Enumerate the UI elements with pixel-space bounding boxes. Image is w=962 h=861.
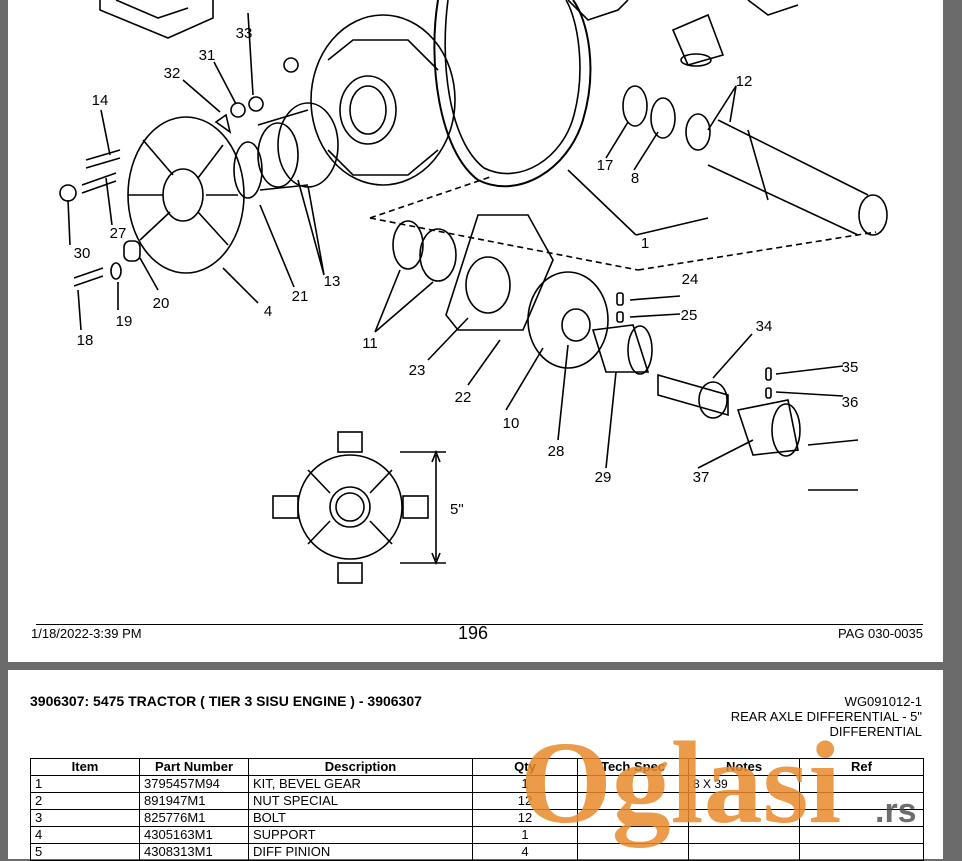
callout-label: 12 [736, 73, 753, 90]
cell-tech-spec [577, 792, 689, 810]
cell-tech-spec [577, 843, 689, 861]
cell-tech-spec [577, 826, 689, 844]
cell-notes [688, 809, 800, 827]
document-title: 3906307: 5475 TRACTOR ( TIER 3 SISU ENGI… [30, 693, 422, 709]
cell-part-number: 891947M1 [139, 792, 249, 810]
callout-label: 32 [164, 65, 181, 82]
cell-tech-spec [577, 809, 689, 827]
cell-part-number: 825776M1 [139, 809, 249, 827]
cell-qty: 12 [472, 809, 578, 827]
callout-label: 33 [236, 25, 253, 42]
reference-code: WG091012-1 [844, 694, 922, 709]
cell-ref [799, 775, 924, 793]
callout-label: 28 [548, 443, 565, 460]
cell-notes: 8 X 39 [688, 775, 800, 793]
cell-ref [799, 809, 924, 827]
parts-table: Item Part Number Description Qty Tech Sp… [30, 758, 924, 861]
footer-page-code: PAG 030-0035 [837, 626, 923, 641]
cell-item: 4 [30, 826, 140, 844]
callout-label: 31 [199, 47, 216, 64]
cell-tech-spec [577, 775, 689, 793]
header-description: Description [248, 758, 473, 776]
cell-qty: 12 [472, 792, 578, 810]
header-notes: Notes [688, 758, 800, 776]
callout-label: 29 [595, 469, 612, 486]
callout-label: 18 [77, 332, 94, 349]
callout-label: 4 [264, 303, 272, 320]
callout-label: 27 [110, 225, 127, 242]
cell-notes [688, 826, 800, 844]
callout-label: 23 [409, 362, 426, 379]
callout-label: 10 [503, 415, 520, 432]
cell-item: 5 [30, 843, 140, 861]
dimension-label: 5" [450, 501, 464, 518]
footer-page-number: 196 [458, 623, 489, 643]
cell-item: 3 [30, 809, 140, 827]
footer-divider [36, 624, 923, 625]
section-title-line2: DIFFERENTIAL [829, 724, 922, 739]
callout-label: 17 [597, 157, 614, 174]
callout-label: 13 [324, 273, 341, 290]
cell-description: DIFF PINION [248, 843, 473, 861]
cell-ref [799, 826, 924, 844]
cell-description: KIT, BEVEL GEAR [248, 775, 473, 793]
cell-description: NUT SPECIAL [248, 792, 473, 810]
cell-part-number: 4308313M1 [139, 843, 249, 861]
header-part-number: Part Number [139, 758, 249, 776]
callout-label: 25 [681, 307, 698, 324]
callout-label: 21 [292, 288, 309, 305]
header-item: Item [30, 758, 140, 776]
cell-description: BOLT [248, 809, 473, 827]
callout-label: 20 [153, 295, 170, 312]
callout-label: 1 [641, 235, 649, 252]
footer-datetime: 1/18/2022-3:39 PM [31, 626, 142, 641]
cell-item: 1 [30, 775, 140, 793]
cell-part-number: 3795457M94 [139, 775, 249, 793]
header-qty: Qty [472, 758, 578, 776]
cell-notes [688, 792, 800, 810]
cell-item: 2 [30, 792, 140, 810]
callout-label: 11 [362, 335, 378, 352]
cell-description: SUPPORT [248, 826, 473, 844]
cell-ref [799, 792, 924, 810]
callout-label: 14 [92, 92, 109, 109]
cell-notes [688, 843, 800, 861]
callout-label: 24 [682, 271, 699, 288]
cell-qty: 1 [472, 826, 578, 844]
callout-label: 22 [455, 389, 472, 406]
callout-label: 37 [693, 469, 710, 486]
header-tech-spec: Tech Spec [577, 758, 689, 776]
cell-qty: 4 [472, 843, 578, 861]
callout-label: 36 [842, 394, 859, 411]
exploded-parts-diagram: 3331321427301819204211312178111232224251… [59, 0, 888, 584]
cell-part-number: 4305163M1 [139, 826, 249, 844]
callout-label: 30 [74, 245, 91, 262]
callout-label: 8 [631, 170, 639, 187]
callout-label: 34 [756, 318, 773, 335]
callout-label: 19 [116, 313, 133, 330]
cell-qty: 1 [472, 775, 578, 793]
parts-list-page: 3906307: 5475 TRACTOR ( TIER 3 SISU ENGI… [8, 670, 943, 861]
header-ref: Ref [799, 758, 924, 776]
cell-ref [799, 843, 924, 861]
section-title-line1: REAR AXLE DIFFERENTIAL - 5" [730, 709, 922, 724]
table-header-row: Item Part Number Description Qty Tech Sp… [30, 758, 924, 776]
callout-label: 35 [842, 359, 859, 376]
